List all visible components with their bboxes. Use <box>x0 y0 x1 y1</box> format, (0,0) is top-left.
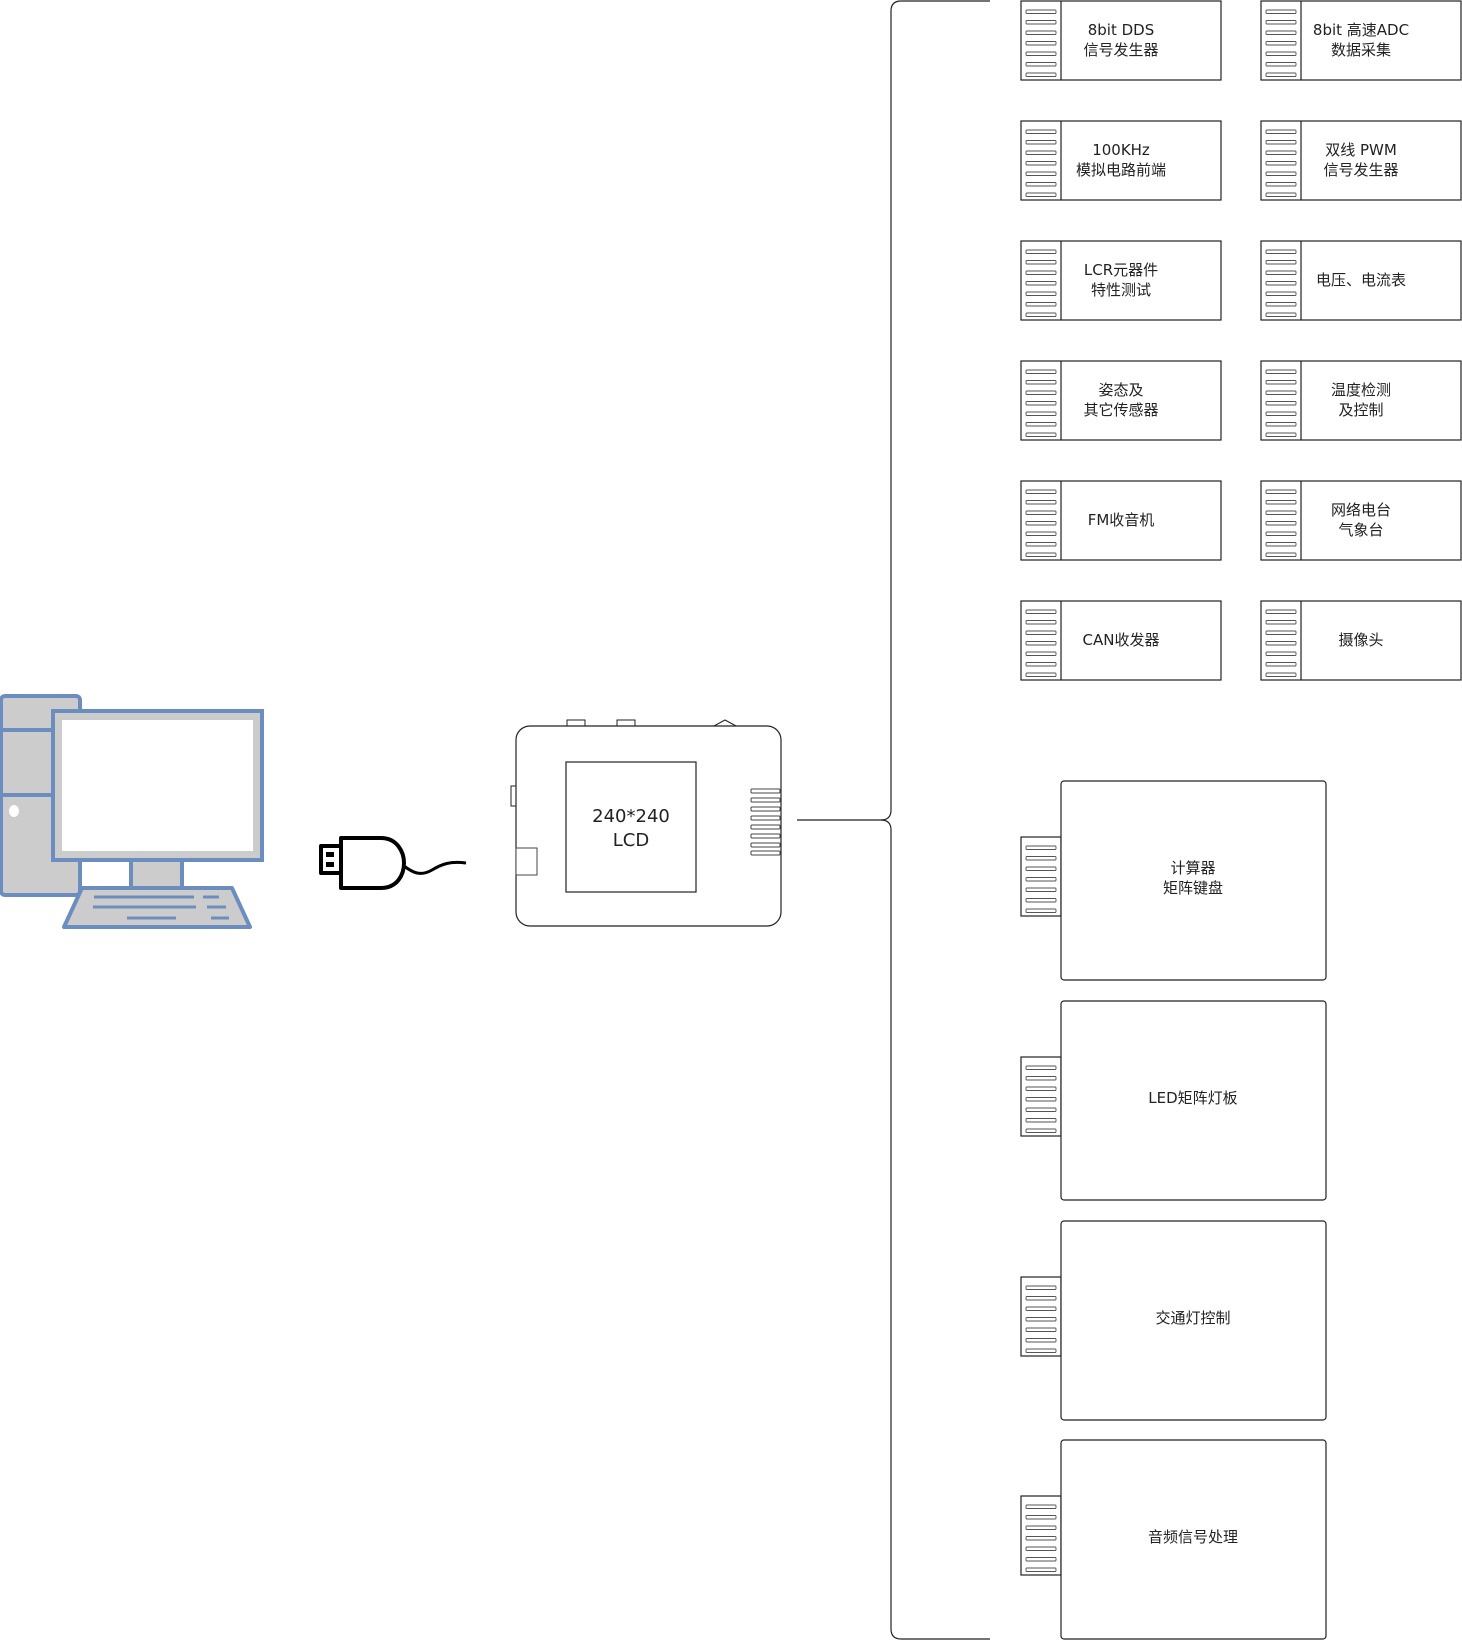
module-card: 音频信号处理 <box>1020 1439 1327 1640</box>
module-card: CAN收发器 <box>1020 600 1222 681</box>
module-connector <box>1265 249 1297 317</box>
module-connector <box>1265 129 1297 197</box>
module-label-line2: 其它传感器 <box>1083 401 1158 419</box>
module-label-line1: 100KHz <box>1092 141 1150 159</box>
module-label-line1: 双线 PWM <box>1325 141 1397 159</box>
module-connector <box>1020 1495 1062 1576</box>
module-connector <box>1265 609 1297 677</box>
module-label-line1: LCR元器件 <box>1084 261 1158 279</box>
module-label-line2: 矩阵键盘 <box>1163 879 1223 897</box>
module-connector <box>1265 489 1297 557</box>
module-label-line2: 气象台 <box>1338 521 1383 539</box>
lcd-label-line2: LCD <box>613 830 649 851</box>
module-connector <box>1025 609 1057 677</box>
usb-plug-icon <box>319 836 467 890</box>
module-label-line1: 姿态及 <box>1098 381 1143 399</box>
module-label-line2: 模拟电路前端 <box>1076 161 1166 179</box>
module-label-line1: 音频信号处理 <box>1148 1528 1238 1546</box>
module-label-line1: 电压、电流表 <box>1316 271 1406 289</box>
module-label-line2: 信号发生器 <box>1083 41 1158 59</box>
module-connector <box>1025 9 1057 77</box>
module-label-line1: 网络电台 <box>1331 501 1391 519</box>
device-connector <box>750 788 781 856</box>
module-card: 8bit 高速ADC 数据采集 <box>1260 0 1462 81</box>
module-label-line1: LED矩阵灯板 <box>1148 1089 1237 1107</box>
module-label-line1: 交通灯控制 <box>1155 1309 1230 1327</box>
module-bracket <box>880 0 990 1640</box>
module-label-line1: FM收音机 <box>1088 511 1155 529</box>
module-connector <box>1020 1056 1062 1137</box>
module-connector <box>1025 489 1057 557</box>
desktop-computer-icon <box>0 694 264 929</box>
module-label-line1: 8bit 高速ADC <box>1313 21 1409 39</box>
lcd-screen <box>565 761 697 893</box>
module-card: LED矩阵灯板 <box>1020 1000 1327 1201</box>
module-connector <box>1265 9 1297 77</box>
module-connector <box>1025 369 1057 437</box>
module-card: 交通灯控制 <box>1020 1220 1327 1421</box>
module-label-line2: 信号发生器 <box>1323 161 1398 179</box>
module-connector <box>1020 1276 1062 1357</box>
module-card: FM收音机 <box>1020 480 1222 561</box>
lcd-label-line1: 240*240 <box>592 806 670 827</box>
module-label-line1: 8bit DDS <box>1088 21 1155 39</box>
module-connector <box>1020 836 1062 917</box>
module-card: 100KHz 模拟电路前端 <box>1020 120 1222 201</box>
module-label-line2: 及控制 <box>1338 401 1383 419</box>
module-card: 电压、电流表 <box>1260 240 1462 321</box>
module-card: 8bit DDS 信号发生器 <box>1020 0 1222 81</box>
module-label-line1: CAN收发器 <box>1083 631 1160 649</box>
module-connector <box>1025 249 1057 317</box>
module-label-line2: 特性测试 <box>1091 281 1151 299</box>
module-label-line1: 温度检测 <box>1331 381 1391 399</box>
module-label-line1: 摄像头 <box>1338 631 1383 649</box>
module-connector <box>1265 369 1297 437</box>
module-label-line2: 数据采集 <box>1331 41 1391 59</box>
module-connector <box>1025 129 1057 197</box>
module-card: 摄像头 <box>1260 600 1462 681</box>
module-card: 双线 PWM 信号发生器 <box>1260 120 1462 201</box>
main-device: 240*240 LCD <box>510 719 782 927</box>
module-label-line1: 计算器 <box>1170 859 1215 877</box>
